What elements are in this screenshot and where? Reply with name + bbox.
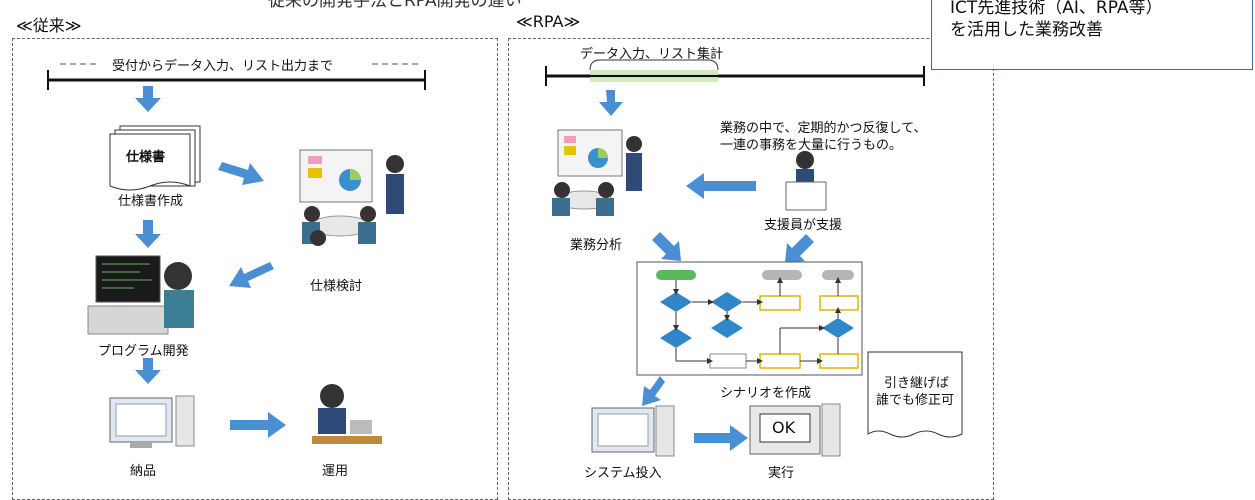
arrow-down-2 bbox=[135, 220, 161, 248]
pc-delivery-icon bbox=[109, 395, 195, 448]
step-program-dev: プログラム開発 bbox=[98, 344, 189, 359]
spec-doc-label: 仕様書 bbox=[126, 150, 166, 165]
ok-label: OK bbox=[772, 418, 796, 437]
left-flow-arrows bbox=[135, 86, 286, 438]
note-line1: 引き継げば bbox=[884, 376, 950, 391]
step-analysis: 業務分析 bbox=[570, 238, 623, 253]
note-line2: 誰でも修正可 bbox=[876, 393, 955, 408]
step-delivery: 納品 bbox=[130, 464, 157, 479]
note-document bbox=[867, 351, 963, 438]
traditional-header: ≪従来≫ bbox=[16, 16, 82, 35]
arrow-to-scenario bbox=[652, 232, 681, 261]
right-timeline-label: データ入力、リスト集計 bbox=[580, 47, 724, 62]
arrow-down-analysis bbox=[599, 90, 623, 116]
analysis-illustration bbox=[552, 129, 642, 216]
right-timeline bbox=[545, 59, 925, 86]
arrow-left-support bbox=[686, 173, 756, 199]
callout-line1: ICT先進技術（AI、RPA等） bbox=[950, 0, 1163, 18]
arrow-support-to-scenario bbox=[785, 234, 814, 263]
operator-illustration bbox=[312, 384, 382, 444]
step-spec-create: 仕様書作成 bbox=[118, 194, 184, 209]
pc-execute-icon bbox=[749, 403, 841, 457]
left-timeline bbox=[47, 63, 426, 90]
step-operation: 運用 bbox=[322, 464, 349, 479]
right-flow-arrows bbox=[599, 90, 814, 451]
arrow-right-execute bbox=[694, 425, 748, 451]
meeting-illustration bbox=[299, 149, 404, 246]
pc-system-input-icon bbox=[591, 405, 675, 457]
arrow-down-3 bbox=[135, 358, 161, 384]
task-desc-line1: 業務の中で、定期的かつ反復して、 bbox=[720, 121, 927, 136]
arrow-right-spec bbox=[218, 162, 264, 185]
scenario-flowchart bbox=[636, 261, 863, 376]
callout-line2: を活用した業務改善 bbox=[950, 20, 1103, 40]
arrow-to-system bbox=[642, 376, 665, 406]
diagram-graphics bbox=[47, 59, 963, 457]
step-support: 支援員が支援 bbox=[764, 218, 843, 233]
arrow-right-delivery bbox=[230, 412, 286, 438]
arrow-down-1 bbox=[135, 86, 161, 112]
step-execute: 実行 bbox=[768, 466, 795, 481]
support-staff-illustration bbox=[785, 151, 827, 211]
callout-box: ICT先進技術（AI、RPA等） を活用した業務改善 bbox=[931, 0, 1253, 70]
arrow-left-review bbox=[229, 262, 274, 288]
rpa-header: ≪RPA≫ bbox=[516, 12, 581, 31]
task-desc-line2: 一連の事務を大量に行うもの。 bbox=[720, 138, 903, 153]
step-spec-review: 仕様検討 bbox=[310, 279, 363, 294]
step-system-input: システム投入 bbox=[584, 466, 662, 481]
spec-document-icon bbox=[109, 125, 201, 191]
page-title: 従来の開発手法とRPA開発の違い bbox=[268, 0, 522, 11]
left-timeline-label: 受付からデータ入力、リスト出力まで bbox=[108, 55, 338, 74]
programmer-illustration bbox=[87, 255, 194, 335]
step-scenario: シナリオを作成 bbox=[720, 386, 812, 401]
